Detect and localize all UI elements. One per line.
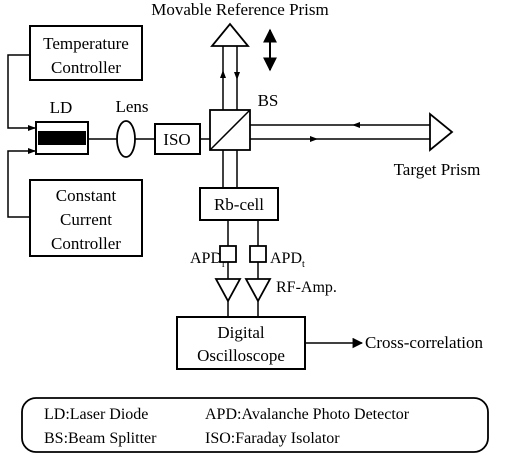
- wire-temp-arrowhead: [28, 125, 36, 131]
- lens-label: Lens: [115, 97, 148, 116]
- bs-label: BS: [258, 91, 279, 110]
- ld-label: LD: [50, 98, 73, 117]
- apd-r: [219, 245, 237, 263]
- rf-amp-t: [244, 278, 272, 303]
- beam-splitter-diagonal: [209, 109, 251, 151]
- wire-temp-to-ld: [7, 54, 36, 129]
- ccc-label-3: Controller: [51, 234, 121, 253]
- beam-up-arrow: [220, 70, 226, 78]
- isolator-label: ISO: [163, 130, 190, 149]
- oscilloscope-label-1: Digital: [217, 323, 264, 342]
- wire-ccc-to-ld: [7, 150, 36, 218]
- rb-cell-label: Rb-cell: [214, 195, 264, 214]
- constant-current-controller-box: [29, 179, 143, 257]
- rf-amp-label: RF-Amp.: [276, 279, 337, 296]
- apd-t-label: APDt: [270, 250, 305, 270]
- rb-cell-box: [199, 187, 279, 221]
- legend-apd: APD:Avalanche Photo Detector: [205, 406, 410, 423]
- ccc-label-2: Current: [60, 210, 112, 229]
- temperature-controller-label-1: Temperature: [43, 34, 129, 53]
- movable-prism-label: Movable Reference Prism: [151, 0, 329, 19]
- target-prism-label: Target Prism: [394, 160, 481, 179]
- wire-ccc-arrowhead: [28, 148, 36, 154]
- beam-target-arrow-out: [310, 136, 318, 142]
- laser-diode-core: [38, 131, 86, 145]
- beam-down-arrow: [234, 72, 240, 80]
- legend-bs: BS:Beam Splitter: [44, 430, 157, 447]
- beam-target-arrow-back: [352, 122, 360, 128]
- apd-r-label: APDr: [190, 250, 226, 270]
- temperature-controller-box: [29, 25, 143, 81]
- ccc-label-1: Constant: [56, 186, 117, 205]
- oscilloscope-label-2: Oscilloscope: [197, 346, 285, 365]
- temperature-controller-label-2: Controller: [51, 58, 121, 77]
- apd-t: [249, 245, 267, 263]
- movable-reference-prism: [210, 22, 250, 47]
- cross-correlation-label: Cross-correlation: [365, 333, 484, 352]
- lens: [116, 120, 136, 158]
- legend-iso: ISO:Faraday Isolator: [205, 430, 340, 447]
- legend-ld: LD:Laser Diode: [44, 406, 148, 423]
- rf-amp-r: [214, 278, 242, 303]
- target-prism: [429, 112, 454, 152]
- legend-box: [21, 397, 489, 453]
